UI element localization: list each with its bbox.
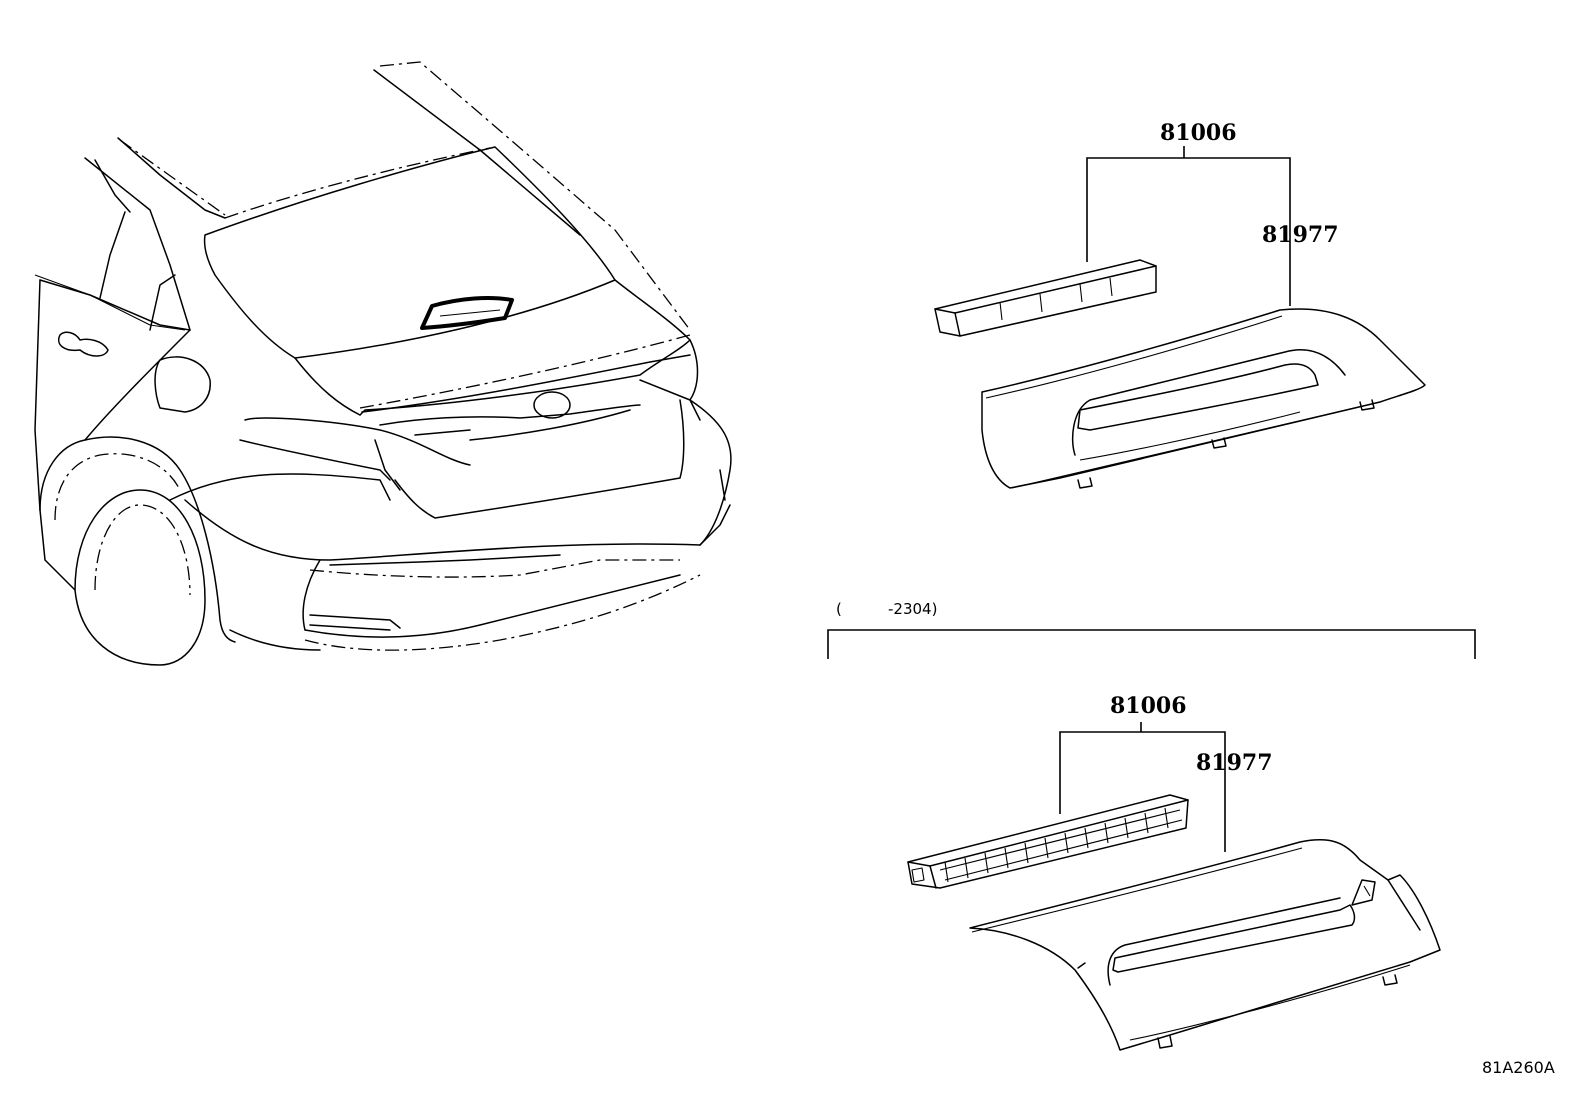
lower-assembly-leader [1059, 722, 1226, 852]
upper-assembly-part-number: 81006 [1160, 120, 1237, 146]
upper-part-group: 81006 81977 [934, 120, 1426, 489]
stop-lamp-location-marker [420, 296, 514, 330]
condition-open-paren: ( [836, 600, 842, 618]
lower-part-group: ( -2304) 81006 81977 [827, 600, 1476, 1051]
lower-stop-lamp-assembly [907, 794, 1189, 889]
upper-cover-part-number: 81977 [1262, 222, 1339, 248]
lower-lamp-cover [969, 839, 1441, 1051]
lower-cover-part-number: 81977 [1196, 750, 1273, 776]
upper-stop-lamp-assembly [934, 259, 1157, 337]
upper-assembly-leader [1086, 146, 1291, 306]
illustration-code: 81A260A [1482, 1058, 1555, 1077]
condition-production-date: -2304) [888, 600, 937, 618]
upper-lamp-cover [981, 308, 1426, 489]
vehicle-rear-illustration [34, 61, 732, 666]
lower-assembly-part-number: 81006 [1110, 693, 1187, 719]
condition-group-bracket [827, 629, 1476, 659]
